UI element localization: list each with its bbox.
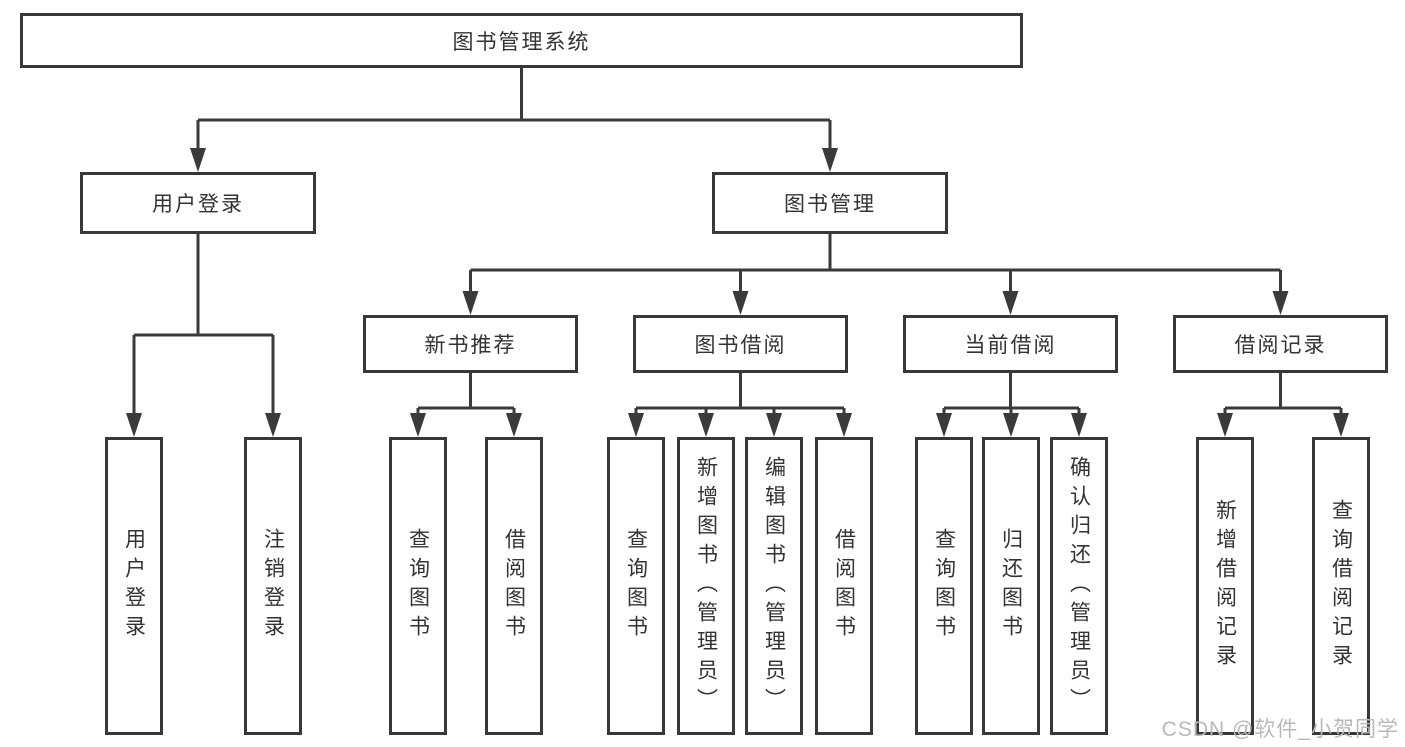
leaf-current-query-books: 查询图书 [915, 437, 973, 735]
leaf-borrow-books-label: 借阅图书 [832, 528, 856, 644]
leaf-recommend-query-books-label: 查询图书 [406, 528, 430, 644]
leaf-recommend-query-books: 查询图书 [389, 437, 447, 735]
leaf-add-borrow-record-label: 新增借阅记录 [1213, 499, 1237, 673]
leaf-edit-books-admin: 编辑图书（管理员） [745, 437, 803, 735]
leaf-logout: 注销登录 [244, 437, 302, 735]
leaf-user-login-label: 用户登录 [122, 528, 146, 644]
node-book-borrow: 图书借阅 [633, 315, 848, 373]
csdn-watermark: CSDN @软件_小贺同学 [1161, 718, 1399, 741]
leaf-borrow-books: 借阅图书 [815, 437, 873, 735]
leaf-confirm-return-admin: 确认归还（管理员） [1050, 437, 1108, 735]
leaf-recommend-borrow-books-label: 借阅图书 [502, 528, 526, 644]
node-current-borrow: 当前借阅 [903, 315, 1118, 373]
node-borrow-records: 借阅记录 [1173, 315, 1388, 373]
leaf-recommend-borrow-books: 借阅图书 [485, 437, 543, 735]
leaf-borrow-query-books-label: 查询图书 [624, 528, 648, 644]
node-system-root-label: 图书管理系统 [452, 30, 591, 54]
leaf-edit-books-admin-label: 编辑图书（管理员） [762, 455, 786, 717]
node-borrow-records-label: 借阅记录 [1234, 334, 1327, 357]
leaf-confirm-return-admin-label: 确认归还（管理员） [1067, 455, 1091, 717]
leaf-add-books-admin-label: 新增图书（管理员） [694, 455, 718, 717]
leaf-add-borrow-record: 新增借阅记录 [1196, 437, 1254, 735]
node-new-book-recommend-label: 新书推荐 [424, 334, 517, 357]
leaf-return-books: 归还图书 [982, 437, 1040, 735]
leaf-query-borrow-record-label: 查询借阅记录 [1329, 499, 1353, 673]
node-book-borrow-label: 图书借阅 [694, 334, 787, 357]
node-book-management-branch: 图书管理 [712, 172, 948, 234]
node-current-borrow-label: 当前借阅 [964, 334, 1057, 357]
node-book-management-branch-label: 图书管理 [784, 193, 876, 216]
node-new-book-recommend: 新书推荐 [363, 315, 578, 373]
leaf-current-query-books-label: 查询图书 [932, 528, 956, 644]
leaf-query-borrow-record: 查询借阅记录 [1312, 437, 1370, 735]
leaf-user-login: 用户登录 [105, 437, 163, 735]
node-user-login-branch-label: 用户登录 [152, 193, 244, 216]
node-user-login-branch: 用户登录 [80, 172, 316, 234]
leaf-return-books-label: 归还图书 [999, 528, 1023, 644]
leaf-logout-label: 注销登录 [261, 528, 285, 644]
leaf-borrow-query-books: 查询图书 [607, 437, 665, 735]
node-system-root: 图书管理系统 [20, 13, 1023, 68]
leaf-add-books-admin: 新增图书（管理员） [677, 437, 735, 735]
